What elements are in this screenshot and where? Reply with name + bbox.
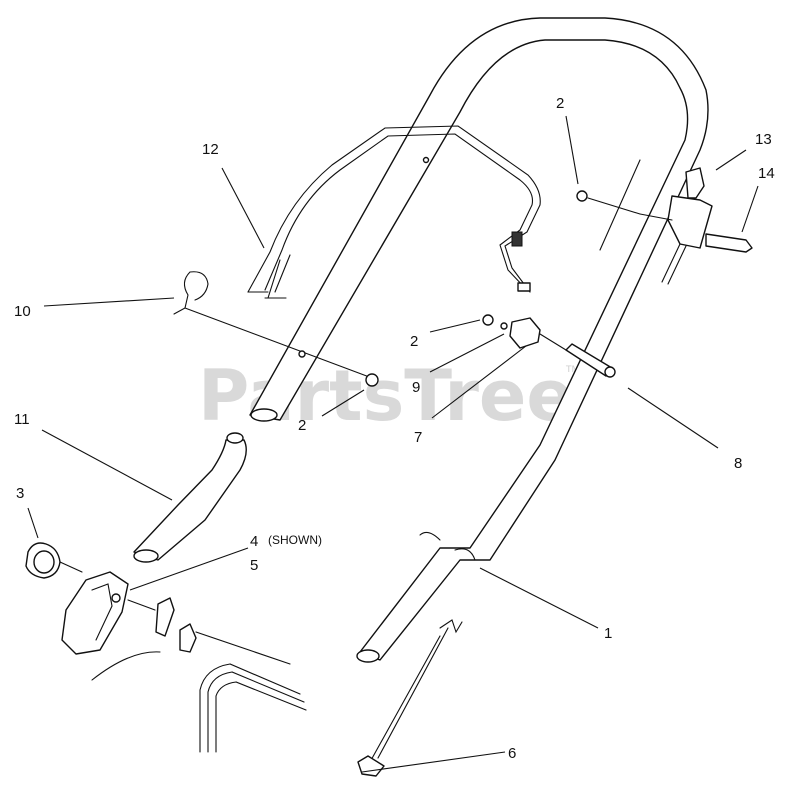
upper-handle <box>249 17 709 663</box>
callout-9: 9 <box>412 379 420 396</box>
callout-7: 7 <box>414 429 422 446</box>
callout-5: 5 <box>250 557 258 574</box>
callout-14: 14 <box>758 165 775 182</box>
lower-handle <box>133 432 247 563</box>
callout-1: 1 <box>604 625 612 642</box>
upper-control <box>576 167 753 285</box>
watermark: PartsTree <box>198 355 574 437</box>
watermark-trademark: TM <box>565 365 579 375</box>
control-cable <box>357 619 463 777</box>
callout-12: 12 <box>202 141 219 158</box>
deck-edge <box>199 663 307 753</box>
callout-13: 13 <box>755 131 772 148</box>
wire-bail <box>247 125 541 299</box>
callout-3: 3 <box>16 485 24 502</box>
handle-bracket <box>61 571 291 681</box>
callout-2-pivot: 2 <box>298 417 306 434</box>
handle-knob <box>25 542 83 579</box>
callout-4-shown-note: (SHOWN) <box>268 533 322 547</box>
callout-2-switch: 2 <box>410 333 418 350</box>
leader-lines <box>27 115 759 773</box>
callout-2-upper: 2 <box>556 95 564 112</box>
callout-6: 6 <box>508 745 516 762</box>
switch-hardware <box>482 314 616 378</box>
callout-4: 4 <box>250 533 258 550</box>
callout-8: 8 <box>734 455 742 472</box>
bail-pivot-hardware <box>173 156 430 387</box>
callout-10: 10 <box>14 303 31 320</box>
callout-11: 11 <box>14 411 30 428</box>
